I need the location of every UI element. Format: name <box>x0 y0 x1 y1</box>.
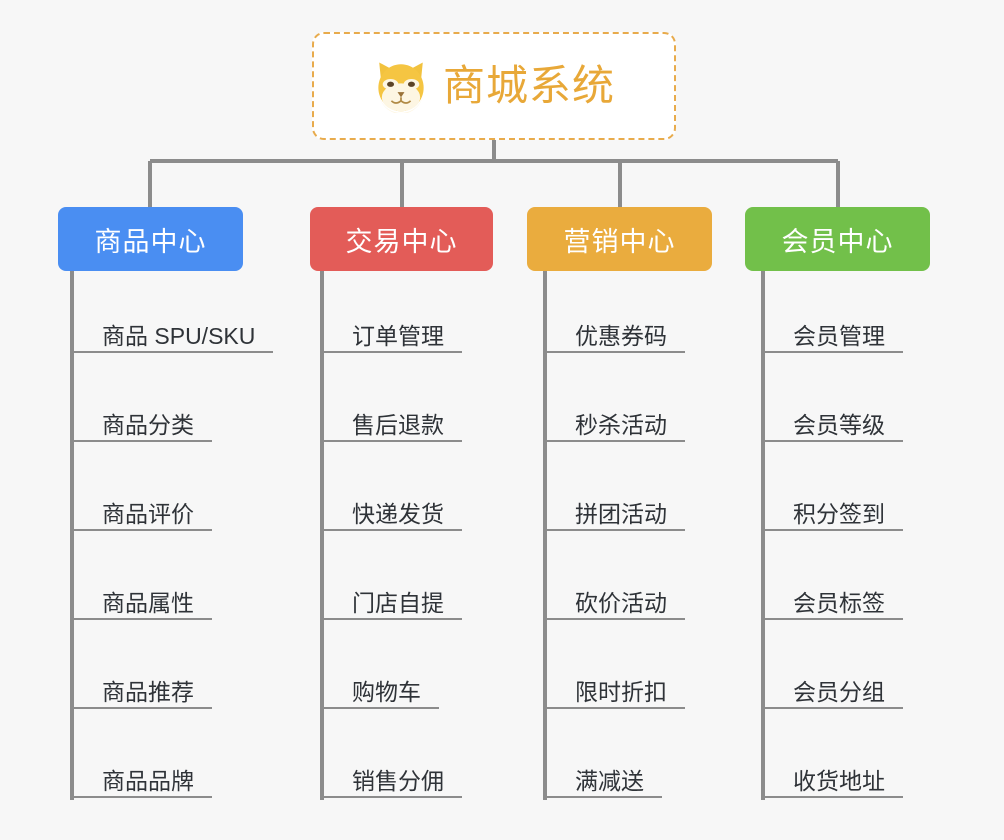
leaf-item-label: 商品推荐 <box>102 678 194 705</box>
leaf-item[interactable]: 商品 SPU/SKU <box>72 315 274 353</box>
leaf-item-label: 商品评价 <box>102 500 194 527</box>
leaf-item-label: 商品分类 <box>102 411 194 438</box>
leaf-item[interactable]: 积分签到 <box>763 493 903 531</box>
leaf-item-label: 满减送 <box>575 767 644 794</box>
leaf-item-label: 商品 SPU/SKU <box>102 322 256 349</box>
leaf-item[interactable]: 商品属性 <box>72 582 212 620</box>
leaf-item[interactable]: 砍价活动 <box>545 582 685 620</box>
leaf-item[interactable]: 秒杀活动 <box>545 404 685 442</box>
leaf-item-label: 商品属性 <box>102 589 194 616</box>
leaf-item-label: 购物车 <box>352 678 421 705</box>
leaf-item[interactable]: 订单管理 <box>322 315 462 353</box>
leaf-item-label: 销售分佣 <box>352 767 444 794</box>
leaf-item-label: 会员管理 <box>793 322 885 349</box>
shiba-dog-face-icon <box>378 62 424 113</box>
leaf-item-label: 积分签到 <box>793 500 885 527</box>
leaf-item-label: 会员标签 <box>793 589 885 616</box>
leaf-item-label: 门店自提 <box>352 589 444 616</box>
leaf-item[interactable]: 限时折扣 <box>545 671 685 709</box>
leaf-item-label: 收货地址 <box>793 767 885 794</box>
leaf-item[interactable]: 商品评价 <box>72 493 212 531</box>
leaf-item-label: 优惠券码 <box>575 322 667 349</box>
leaf-item-label: 砍价活动 <box>575 589 667 616</box>
leaf-item[interactable]: 商品分类 <box>72 404 212 442</box>
leaf-item[interactable]: 售后退款 <box>322 404 462 442</box>
leaf-item[interactable]: 购物车 <box>322 671 439 709</box>
leaf-item-label: 秒杀活动 <box>575 411 667 438</box>
category-header-marketing-center[interactable]: 营销中心 <box>527 207 712 271</box>
leaf-item[interactable]: 会员分组 <box>763 671 903 709</box>
leaf-item-label: 订单管理 <box>352 322 444 349</box>
leaf-item-label: 商品品牌 <box>102 767 194 794</box>
leaf-item-label: 快递发货 <box>352 500 444 527</box>
leaf-item-label: 会员等级 <box>793 411 885 438</box>
leaf-item[interactable]: 快递发货 <box>322 493 462 531</box>
leaf-item[interactable]: 满减送 <box>545 760 662 798</box>
leaf-item[interactable]: 优惠券码 <box>545 315 685 353</box>
leaf-item[interactable]: 会员等级 <box>763 404 903 442</box>
root-node[interactable]: 商城系统 <box>312 32 676 140</box>
category-header-product-center[interactable]: 商品中心 <box>58 207 243 271</box>
leaf-item-label: 拼团活动 <box>575 500 667 527</box>
leaf-item[interactable]: 会员管理 <box>763 315 903 353</box>
leaf-item-label: 会员分组 <box>793 678 885 705</box>
leaf-item[interactable]: 会员标签 <box>763 582 903 620</box>
leaf-item-label: 限时折扣 <box>575 678 667 705</box>
root-title: 商城系统 <box>442 62 615 109</box>
leaf-item[interactable]: 商品品牌 <box>72 760 212 798</box>
category-header-member-center[interactable]: 会员中心 <box>745 207 930 271</box>
leaf-item[interactable]: 门店自提 <box>322 582 462 620</box>
leaf-item[interactable]: 商品推荐 <box>72 671 212 709</box>
leaf-item[interactable]: 拼团活动 <box>545 493 685 531</box>
category-header-trade-center[interactable]: 交易中心 <box>310 207 493 271</box>
leaf-item[interactable]: 销售分佣 <box>322 760 462 798</box>
leaf-item-label: 售后退款 <box>352 411 444 438</box>
leaf-item[interactable]: 收货地址 <box>763 760 903 798</box>
